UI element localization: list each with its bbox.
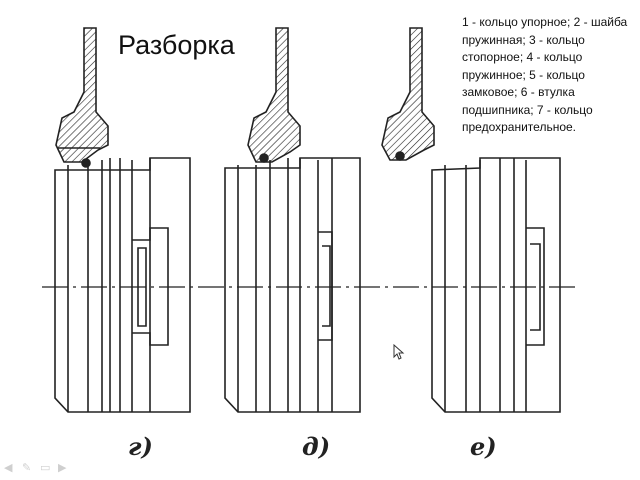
mouse-cursor-icon (393, 344, 405, 360)
arrow-right-icon[interactable]: ▶ (58, 461, 67, 474)
figure-g (54, 27, 191, 413)
arrow-left-icon[interactable]: ◀ (4, 461, 13, 474)
bracket-e (381, 27, 435, 161)
figure-label-e: е) (470, 432, 497, 461)
slides-icon[interactable]: ▭ (40, 461, 51, 474)
legend-text: 1 - кольцо упорное; 2 - шайба пружинная;… (462, 15, 628, 134)
pen-icon[interactable]: ✎ (22, 461, 32, 474)
shaft-d (224, 157, 361, 413)
figure-label-g: г) (128, 432, 153, 461)
slideshow-toolbar: ◀ ✎ ▭ ▶ (4, 460, 94, 476)
figure-label-d: д) (302, 432, 330, 461)
bracket-g (55, 27, 109, 163)
ring-e (395, 151, 405, 161)
ring-g (81, 158, 91, 168)
ring-d (259, 153, 269, 163)
shaft-g (54, 157, 191, 413)
slide-title: Разборка (118, 30, 235, 60)
figure-d (224, 27, 361, 413)
figure-e (381, 27, 561, 413)
bracket-d (247, 27, 301, 163)
